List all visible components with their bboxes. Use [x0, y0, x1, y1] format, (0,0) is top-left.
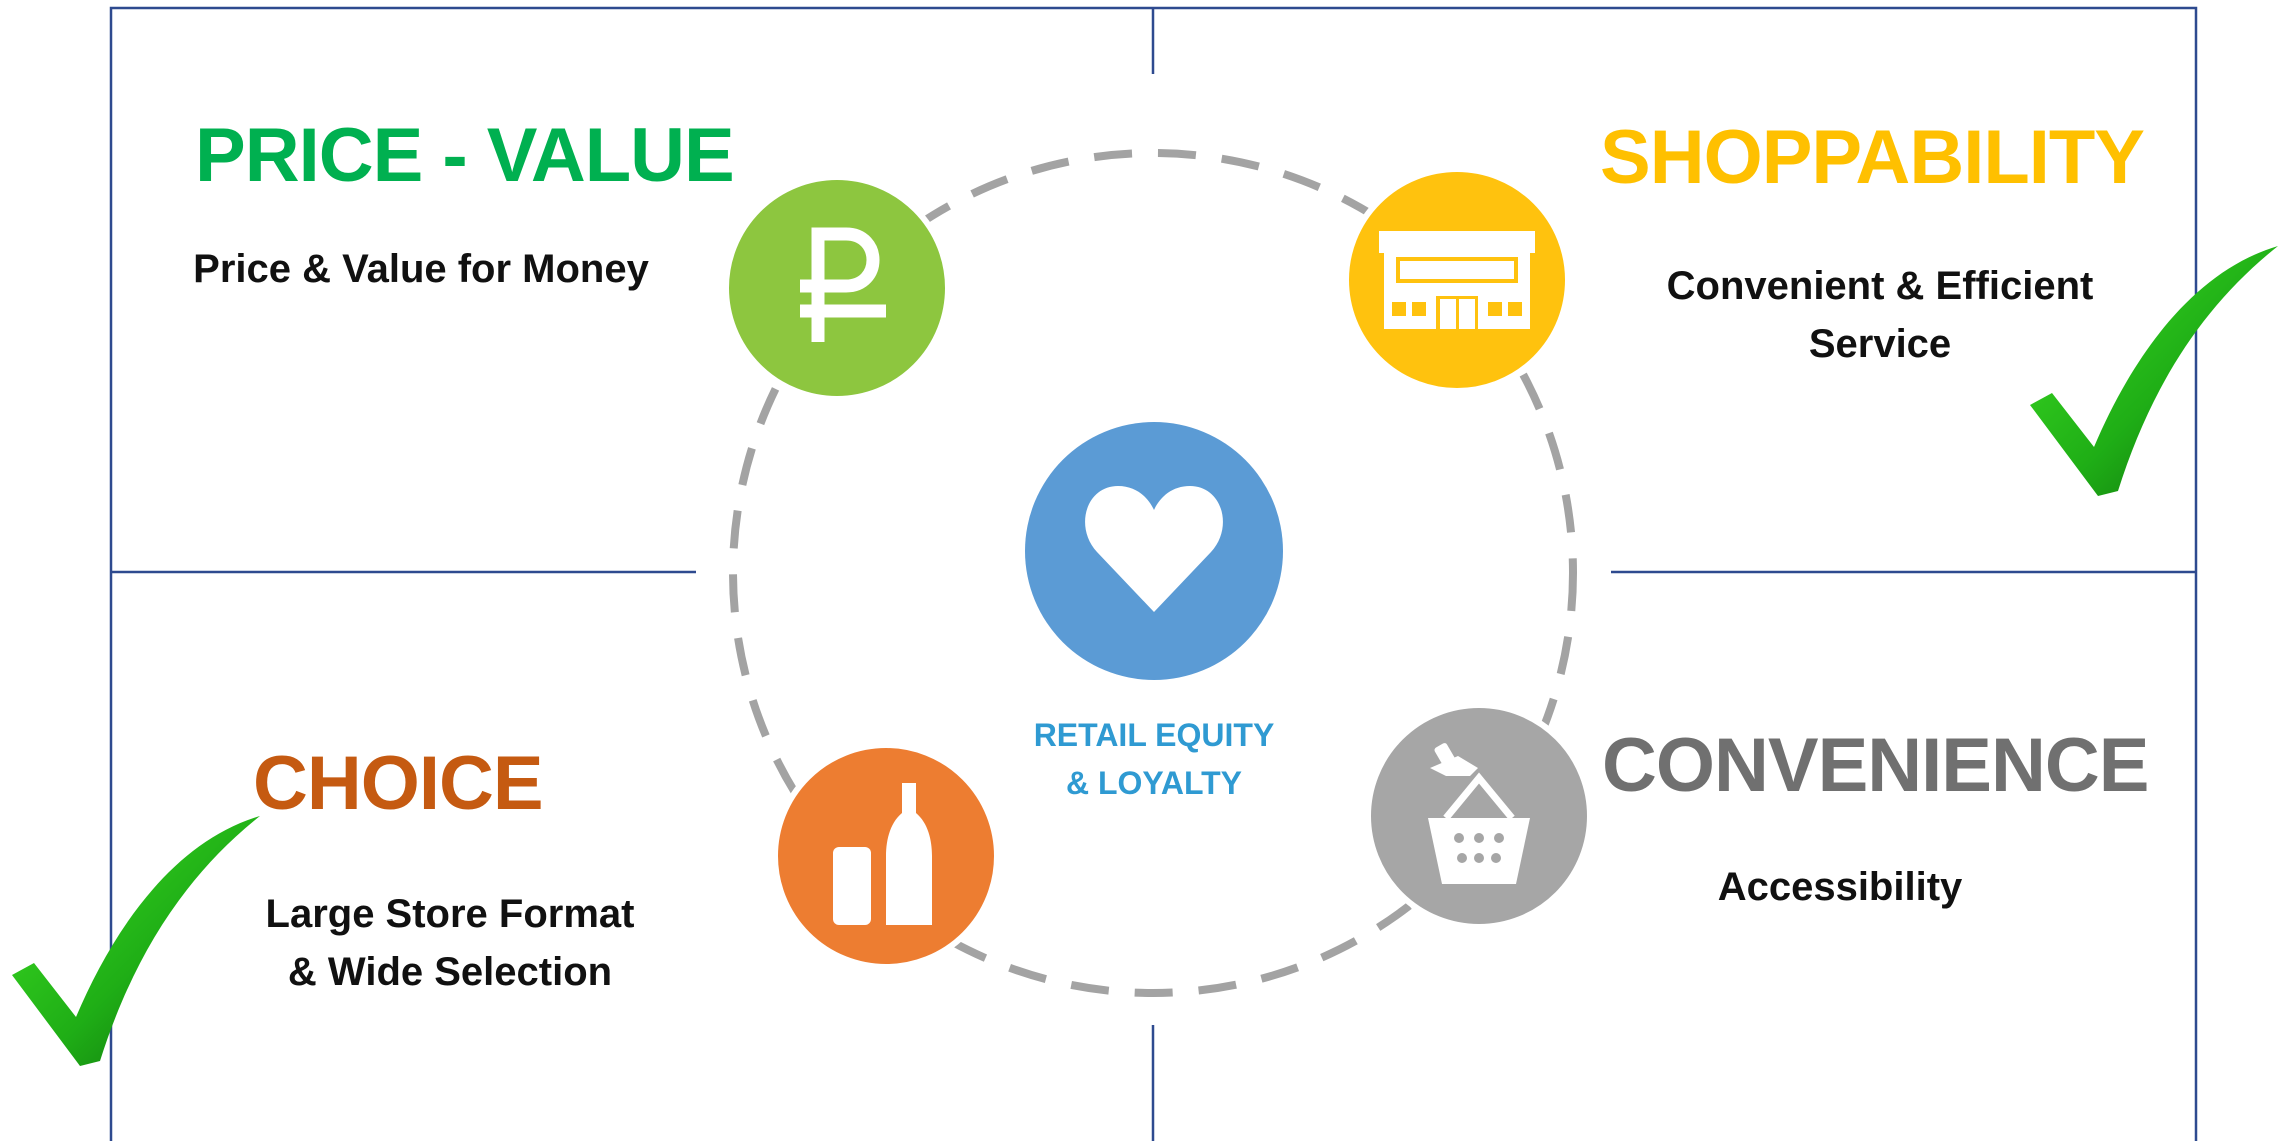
choice-icon-badge [772, 742, 1000, 970]
shoppability-subtitle-line1: Convenient & Efficient [1666, 264, 2094, 308]
ruble-icon [800, 227, 886, 342]
choice-subtitle-line1: Large Store Format [265, 892, 635, 936]
shoppability-title: SHOPPABILITY [1600, 115, 2145, 200]
convenience-icon-badge [1365, 702, 1593, 930]
choice-title: CHOICE [253, 741, 544, 826]
basket-icon [1428, 743, 1530, 884]
center-label: RETAIL EQUITY & LOYALTY [1004, 711, 1304, 807]
price-icon-badge [723, 174, 951, 402]
convenience-title: CONVENIENCE [1602, 723, 2149, 808]
price-value-title: PRICE - VALUE [195, 113, 735, 198]
convenience-icon-circle [1365, 702, 1593, 930]
shoppability-subtitle-line2: Service [1808, 322, 1952, 366]
heart-icon [1085, 486, 1223, 612]
choice-check-icon [12, 816, 260, 1066]
store-icon [1379, 231, 1535, 329]
quadrant-frame [109, 6, 2198, 1141]
heart-badge [1025, 422, 1283, 680]
shoppability-icon-badge [1343, 166, 1571, 394]
bottles-icon [833, 783, 932, 925]
center-label-line1: RETAIL EQUITY [1033, 717, 1275, 753]
choice-subtitle-line2: & Wide Selection [287, 950, 613, 994]
price-value-subtitle: Price & Value for Money [193, 247, 649, 291]
center-label-line2: & LOYALTY [1065, 765, 1242, 801]
shoppability-check-icon [2030, 246, 2278, 496]
dashed-ring [729, 149, 1577, 997]
convenience-subtitle: Accessibility [1717, 865, 1963, 909]
